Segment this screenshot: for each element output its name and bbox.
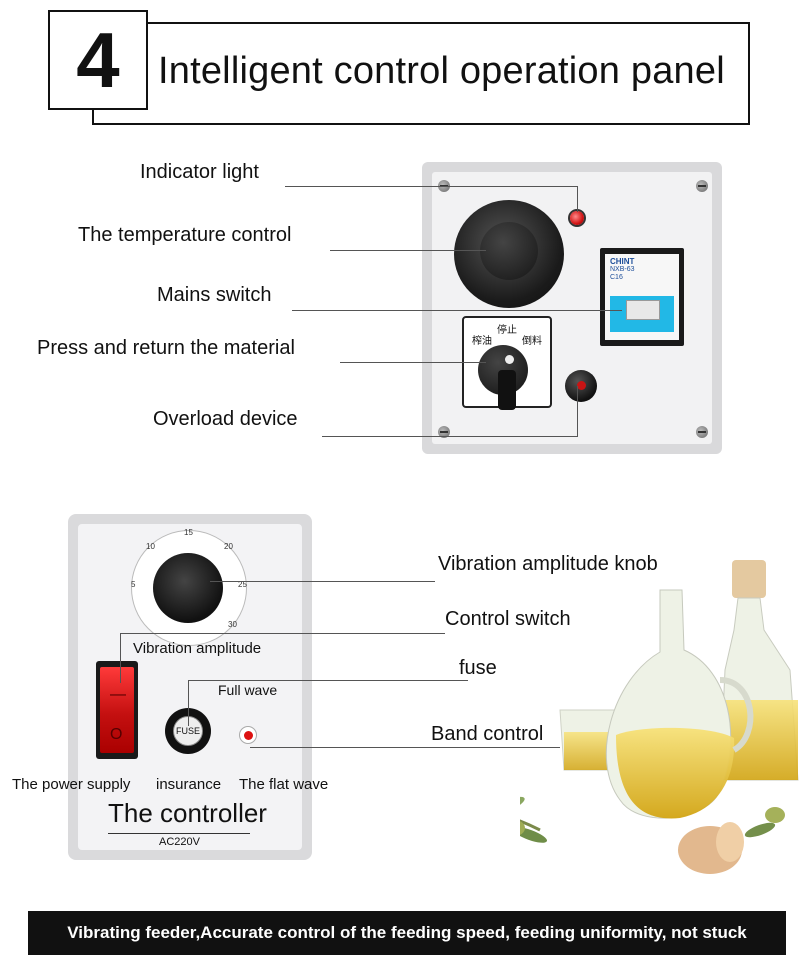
label-flat-wave: The flat wave <box>239 776 329 793</box>
callout-line <box>210 581 435 582</box>
rotary-knob-dot <box>505 355 514 364</box>
callout-line <box>188 680 468 681</box>
controller-title: The controller <box>108 798 267 828</box>
callout-control-switch: Control switch <box>445 608 571 630</box>
footer-bar <box>28 911 786 955</box>
page-title: Intelligent control operation panel <box>158 50 725 92</box>
olive-oil-illustration <box>520 560 799 874</box>
rotary-handle[interactable] <box>498 370 516 410</box>
dial-tick: 5 <box>131 580 136 589</box>
rocker-on-mark: — <box>110 686 126 703</box>
dial-tick: 15 <box>184 528 193 537</box>
indicator-light <box>570 211 584 225</box>
callout-line <box>120 633 445 634</box>
breaker-brand: CHINT <box>610 257 635 266</box>
voltage-label: AC220V <box>159 836 200 848</box>
callout-line <box>292 310 622 311</box>
screw-icon <box>696 426 708 438</box>
switch-label-left: 榨油 <box>472 336 492 347</box>
callout-line <box>120 633 121 683</box>
mains-switch-toggle[interactable] <box>626 300 660 320</box>
voltage-rule <box>108 833 250 834</box>
callout-line <box>577 386 578 436</box>
title-frame <box>92 22 750 125</box>
switch-label-center: 停止 <box>497 325 517 336</box>
callout-line <box>250 747 560 748</box>
screw-icon <box>696 180 708 192</box>
overload-indicator <box>577 381 586 390</box>
label-power-supply: The power supply <box>12 776 131 793</box>
switch-label-right: 倒料 <box>522 336 542 347</box>
callout-line <box>330 250 486 251</box>
dial-tick: 30 <box>228 620 237 629</box>
rocker-off-mark: O <box>110 726 123 743</box>
callout-line <box>285 186 578 187</box>
callout-mains-switch: Mains switch <box>157 284 272 306</box>
label-vibration-amplitude: Vibration amplitude <box>133 640 262 657</box>
dial-tick: 10 <box>146 542 155 551</box>
callout-line <box>188 680 189 726</box>
callout-indicator-light: Indicator light <box>140 161 259 183</box>
callout-fuse: fuse <box>459 657 497 679</box>
section-number: 4 <box>48 10 148 110</box>
label-insurance: insurance <box>156 776 222 793</box>
dial-tick: 20 <box>224 542 233 551</box>
dial-tick: 25 <box>238 580 247 589</box>
breaker-model: NXB-63 <box>610 266 635 273</box>
breaker-rating: C16 <box>610 274 623 281</box>
callout-line <box>322 436 578 437</box>
callout-line <box>577 186 578 212</box>
vibration-amplitude-knob[interactable] <box>153 553 223 623</box>
temperature-knob-cap <box>480 222 538 280</box>
breaker-label: CHINT NXB-63 C16 <box>610 258 635 282</box>
screw-icon <box>438 426 450 438</box>
footer-slogan: Vibrating feeder,Accurate control of the… <box>67 923 747 942</box>
callout-overload-device: Overload device <box>153 408 298 430</box>
callout-temperature-control: The temperature control <box>78 224 292 246</box>
callout-press-return-material: Press and return the material <box>37 337 295 359</box>
band-control-indicator <box>244 731 253 740</box>
callout-vibration-knob: Vibration amplitude knob <box>438 553 658 575</box>
power-rocker-switch[interactable] <box>100 667 134 753</box>
label-full-wave: Full wave <box>218 682 278 698</box>
callout-band-control: Band control <box>431 723 544 745</box>
callout-line <box>340 362 486 363</box>
